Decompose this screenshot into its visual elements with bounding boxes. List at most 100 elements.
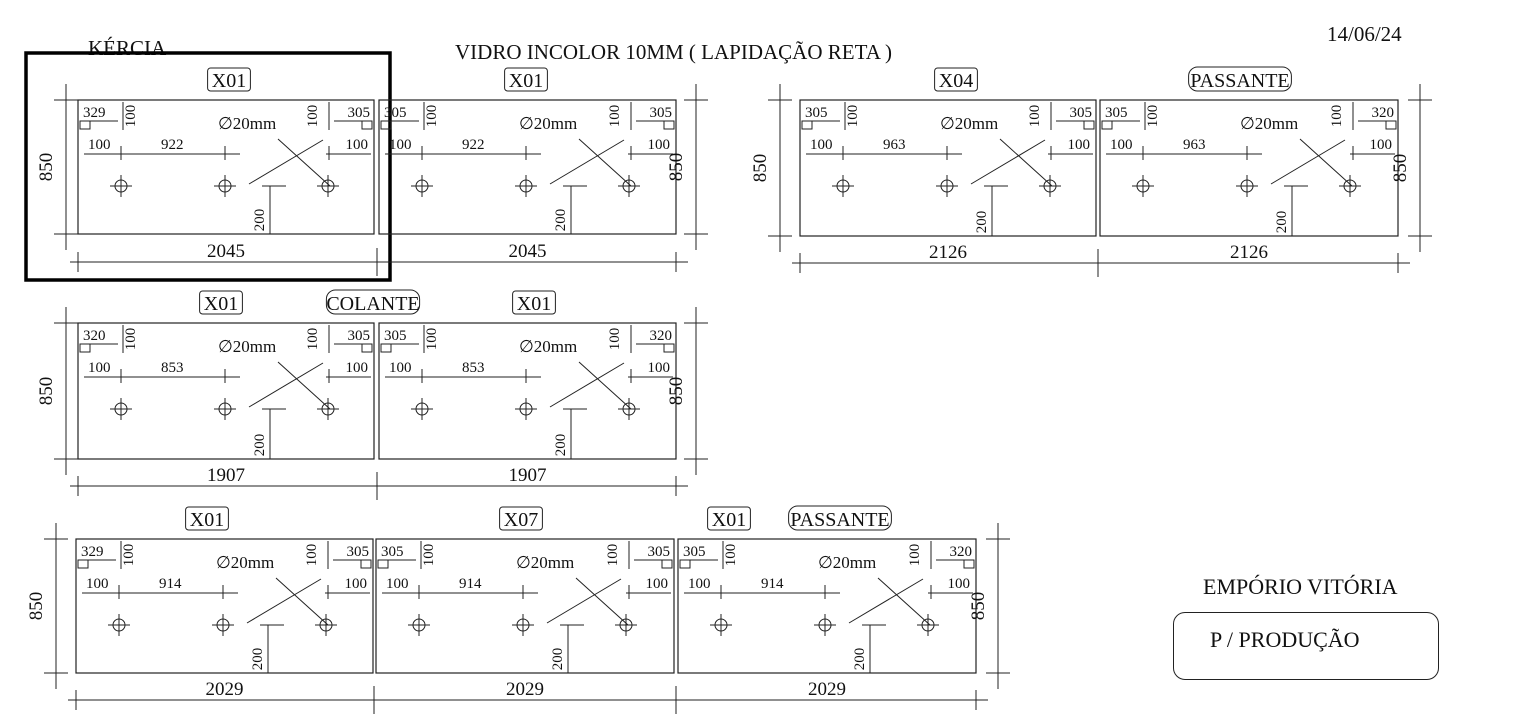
leader-line	[549, 362, 625, 408]
tag-frame	[504, 67, 548, 92]
panel-width-dim: 2126	[929, 242, 967, 263]
corner-dim-left: 305	[805, 105, 828, 121]
panel-tag: X01	[517, 293, 551, 315]
panel-height-dim: 850	[26, 592, 47, 621]
client-name: KÉRCIA	[88, 36, 167, 60]
corner-dim-left: 305	[384, 105, 407, 121]
shop-name: EMPÓRIO VITÓRIA	[1203, 574, 1398, 599]
top-dim-100: 100	[607, 105, 623, 128]
top-dim-100: 100	[723, 544, 739, 567]
edge-dim-left: 100	[1110, 137, 1133, 153]
corner-notch	[377, 559, 389, 569]
panel-tag: X01	[212, 70, 246, 92]
edge-dim-right: 100	[346, 137, 369, 153]
hole-diameter-label: ∅20mm	[940, 114, 998, 133]
panel-height-dim: 850	[968, 592, 989, 621]
corner-dim-left: 305	[683, 544, 706, 560]
corner-notch	[361, 120, 373, 130]
panel-height-dim: 850	[750, 154, 771, 183]
corner-dim-left: 305	[1105, 105, 1128, 121]
panel-width-dim: 1907	[509, 465, 547, 486]
leader-line	[848, 578, 924, 624]
leader-line	[578, 138, 632, 187]
panel-tag: COLANTE	[326, 293, 419, 315]
panel-height-dim: 850	[36, 153, 57, 182]
corner-dim-right: 305	[650, 105, 673, 121]
top-dim-100: 100	[305, 328, 321, 351]
hole-spacing-dim: 922	[462, 137, 485, 153]
panel-outline	[77, 322, 375, 460]
hole-spacing-dim: 853	[161, 360, 184, 376]
bottom-dim-200: 200	[252, 209, 268, 232]
top-dim-100: 100	[1027, 105, 1043, 128]
edge-dim-right: 100	[948, 576, 971, 592]
panel-outline	[378, 99, 677, 235]
edge-dim-left: 100	[88, 360, 111, 376]
leader-line	[546, 578, 622, 624]
tag-frame	[788, 505, 892, 531]
tag-frame	[934, 67, 978, 92]
corner-dim-left: 305	[384, 328, 407, 344]
corner-dim-right: 305	[348, 105, 371, 121]
hole-spacing-dim: 853	[462, 360, 485, 376]
edge-dim-right: 100	[1068, 137, 1091, 153]
leader-line	[970, 139, 1046, 185]
top-dim-100: 100	[123, 105, 139, 128]
tag-frame	[707, 506, 751, 531]
tag-frame	[325, 289, 421, 315]
tag-frame	[185, 506, 229, 531]
panel-tag: PASSANTE	[1190, 70, 1289, 92]
leader-line	[1270, 139, 1346, 185]
hole-diameter-label: ∅20mm	[218, 337, 276, 356]
drawing-title: VIDRO INCOLOR 10MM ( LAPIDAÇÃO RETA )	[455, 40, 892, 64]
corner-notch	[360, 559, 372, 569]
hole-spacing-dim: 922	[161, 137, 184, 153]
panel-width-dim: 2045	[207, 241, 245, 262]
leader-line	[275, 577, 329, 626]
hole-diameter-label: ∅20mm	[516, 553, 574, 572]
corner-notch	[663, 343, 675, 353]
hole-diameter-label: ∅20mm	[218, 114, 276, 133]
panel-width-dim: 2045	[509, 241, 547, 262]
top-dim-100: 100	[605, 544, 621, 567]
panel-outline	[799, 99, 1097, 237]
bottom-dim-200: 200	[250, 648, 266, 671]
top-dim-100: 100	[607, 328, 623, 351]
hole-spacing-dim: 914	[459, 576, 482, 592]
top-dim-100: 100	[304, 544, 320, 567]
top-dim-100: 100	[424, 328, 440, 351]
corner-notch	[1101, 120, 1113, 130]
corner-notch	[77, 559, 89, 569]
corner-dim-left: 305	[381, 544, 404, 560]
panel-tag: X01	[712, 509, 746, 531]
edge-dim-right: 100	[346, 360, 369, 376]
leader-line	[248, 139, 324, 185]
hole-diameter-label: ∅20mm	[1240, 114, 1298, 133]
panel-width-dim: 1907	[207, 465, 245, 486]
bottom-dim-200: 200	[553, 209, 569, 232]
edge-dim-left: 100	[389, 137, 412, 153]
tag-frame	[199, 290, 243, 315]
production-stamp-box	[1173, 612, 1439, 680]
edge-dim-right: 100	[646, 576, 669, 592]
panel-tag: X01	[204, 293, 238, 315]
panel-outline	[378, 322, 677, 460]
tag-frame	[512, 290, 556, 315]
top-dim-100: 100	[845, 105, 861, 128]
corner-notch	[801, 120, 813, 130]
panel-outline	[1099, 99, 1399, 237]
edge-dim-left: 100	[389, 360, 412, 376]
leader-line	[578, 361, 632, 410]
hole-spacing-dim: 914	[761, 576, 784, 592]
corner-notch	[679, 559, 691, 569]
edge-dim-left: 100	[386, 576, 409, 592]
corner-notch	[79, 343, 91, 353]
panel-tag: X07	[504, 509, 538, 531]
panel-height-dim: 850	[1390, 154, 1411, 183]
top-dim-100: 100	[1145, 105, 1161, 128]
corner-dim-left: 320	[83, 328, 106, 344]
